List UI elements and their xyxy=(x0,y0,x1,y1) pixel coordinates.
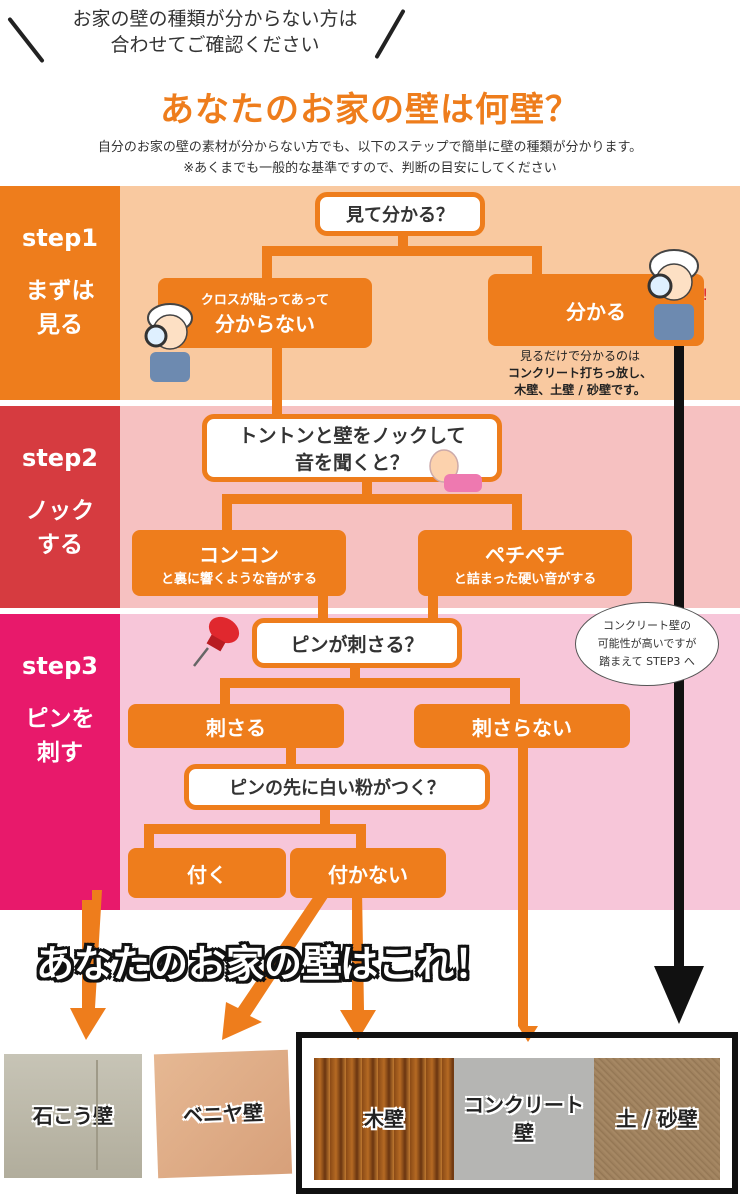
connector xyxy=(222,494,232,532)
node-tsukanai: 付かない xyxy=(290,848,446,898)
question-powder: ピンの先に白い粉がつく？ xyxy=(184,764,490,810)
question-pin: ピンが刺さる？ xyxy=(252,618,462,668)
node-tsukanai-text: 付かない xyxy=(328,862,408,887)
connector xyxy=(144,824,154,850)
known-note-line3: 木壁、土壁 / 砂壁です。 xyxy=(514,383,646,397)
node-pechi-text: ペチペチ xyxy=(485,543,565,567)
tile-gypsum-label: 石こう壁 xyxy=(33,1104,113,1128)
header-note-line1: お家の壁の種類が分からない方は xyxy=(72,8,358,30)
connector xyxy=(512,494,522,532)
connector xyxy=(220,678,520,688)
node-sasaru: 刺さる xyxy=(128,704,344,748)
node-sasaranai-text: 刺さらない xyxy=(472,715,572,740)
node-pechi-small: と詰まった硬い音がする xyxy=(453,572,597,587)
node-sasaru-text: 刺さる xyxy=(206,715,266,740)
step1-number: step1 xyxy=(22,224,98,252)
bubble-line1: コンクリート壁の xyxy=(602,619,691,632)
gypsum-seam xyxy=(96,1060,98,1170)
tile-earth-label: 土 / 砂壁 xyxy=(616,1107,698,1131)
node-tsuku: 付く xyxy=(128,848,286,898)
step3-tab: step3 ピンを 刺す xyxy=(0,614,120,910)
step2-label: ノック する xyxy=(25,498,95,558)
node-konkon-text: コンコン xyxy=(199,543,279,567)
known-note-line1: 見るだけで分かるのは xyxy=(519,349,640,363)
bubble-line3: 踏まえて STEP3 へ xyxy=(599,655,695,668)
step3-number: step3 xyxy=(22,652,98,680)
step1-tab: step1 まずは 見る xyxy=(0,186,120,400)
connector xyxy=(356,824,366,850)
connector xyxy=(362,480,372,500)
arrow-to-wood xyxy=(340,890,376,1040)
node-tsuku-text: 付く xyxy=(187,862,227,887)
connector xyxy=(272,346,282,416)
result-heading: あなたのお家の壁はこれ！ xyxy=(36,942,493,986)
node-konkon-small: と裏に響くような音がする xyxy=(160,572,317,587)
arrow-to-plywood xyxy=(222,890,330,1040)
question-look-text: 見て分かる？ xyxy=(346,205,454,226)
connector xyxy=(262,246,542,256)
connector xyxy=(510,678,520,706)
tile-plywood: ベニヤ壁 xyxy=(153,1049,293,1179)
connector xyxy=(222,494,522,504)
tile-concrete-label: コンクリート 壁 xyxy=(464,1093,584,1145)
connector xyxy=(350,664,360,684)
pushpin-icon xyxy=(193,616,240,667)
header-note: お家の壁の種類が分からない方は 合わせてご確認ください xyxy=(50,6,380,58)
connector xyxy=(286,746,296,768)
connector xyxy=(318,594,328,620)
bubble-line2: 可能性が高いですが xyxy=(597,637,697,650)
step2-number: step2 xyxy=(22,444,98,472)
speech-bubble: コンクリート壁の 可能性が高いですが 踏まえて STEP3 へ xyxy=(575,602,719,686)
connector xyxy=(428,594,438,620)
known-note-line2: コンクリート打ちっ放し、 xyxy=(507,366,652,380)
header-slash-left xyxy=(7,16,45,64)
page-title: あなたのお家の壁は何壁？ xyxy=(160,90,580,130)
tile-gypsum: 石こう壁 xyxy=(4,1054,142,1178)
connector xyxy=(320,806,330,826)
node-unknown-text: 分からない xyxy=(215,312,315,336)
connector xyxy=(220,678,230,706)
page-subtitle: 自分のお家の壁の素材が分からない方でも、以下のステップで簡単に壁の種類が分かりま… xyxy=(97,140,643,155)
knocking-hand-icon xyxy=(429,449,482,492)
step3-label: ピンを 刺す xyxy=(25,706,95,766)
tile-concrete: コンクリート 壁 xyxy=(454,1058,594,1180)
connector xyxy=(144,824,366,834)
step2-tab: step2 ノック する xyxy=(0,406,120,608)
node-unknown: クロスが貼ってあって 分からない xyxy=(158,278,372,348)
known-note: 見るだけで分かるのは コンクリート打ちっ放し、 木壁、土壁 / 砂壁です。 xyxy=(480,348,680,399)
tile-earth: 土 / 砂壁 xyxy=(594,1058,720,1180)
connector xyxy=(398,232,408,256)
node-sasaranai: 刺さらない xyxy=(414,704,630,748)
node-konkon: コンコン と裏に響くような音がする xyxy=(132,530,346,596)
question-powder-text: ピンの先に白い粉がつく？ xyxy=(229,778,445,799)
header-note-line2: 合わせてご確認ください xyxy=(110,34,320,56)
question-pin-text: ピンが刺さる？ xyxy=(290,633,424,656)
question-knock-line2: 音を聞くと？ xyxy=(294,452,409,474)
tile-wood: 木壁 xyxy=(314,1058,454,1180)
worker-thinking-icon: ! xyxy=(647,249,708,340)
question-look: 見て分かる？ xyxy=(315,192,485,236)
node-pechi: ペチペチ と詰まった硬い音がする xyxy=(418,530,632,596)
step1-label: まずは 見る xyxy=(25,278,95,338)
tile-plywood-label: ベニヤ壁 xyxy=(182,1100,264,1128)
connector xyxy=(532,246,542,276)
tile-wood-label: 木壁 xyxy=(364,1107,404,1131)
black-arrowhead xyxy=(654,966,704,1024)
page-disclaimer: ※あくまでも一般的な基準ですので、判断の目安にしてください xyxy=(183,161,557,176)
arrow-to-gypsum xyxy=(70,890,106,1040)
result-frame xyxy=(296,1032,738,1194)
node-known-text: 分かる xyxy=(566,299,626,324)
connector xyxy=(518,746,528,1026)
question-knock-line1: トントンと壁をノックして xyxy=(238,425,466,447)
worker-magnifier-icon xyxy=(144,303,193,382)
node-unknown-small: クロスが貼ってあって xyxy=(200,293,330,308)
svg-text:!: ! xyxy=(702,285,708,304)
connector xyxy=(262,246,272,282)
